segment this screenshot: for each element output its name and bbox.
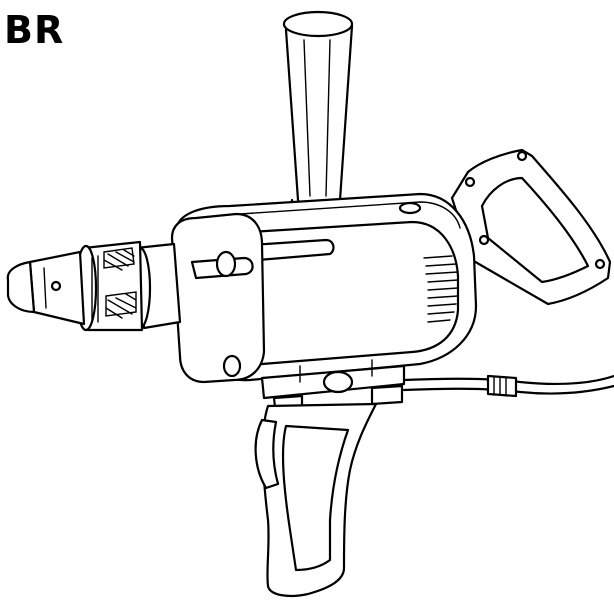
- figure-label: BR: [4, 8, 65, 52]
- power-cord: [402, 374, 614, 398]
- pistol-grip: [254, 402, 378, 597]
- chuck: [74, 240, 144, 332]
- chuck-tip: [6, 250, 86, 326]
- gear-case: [170, 212, 266, 384]
- rear-d-handle: [450, 148, 612, 306]
